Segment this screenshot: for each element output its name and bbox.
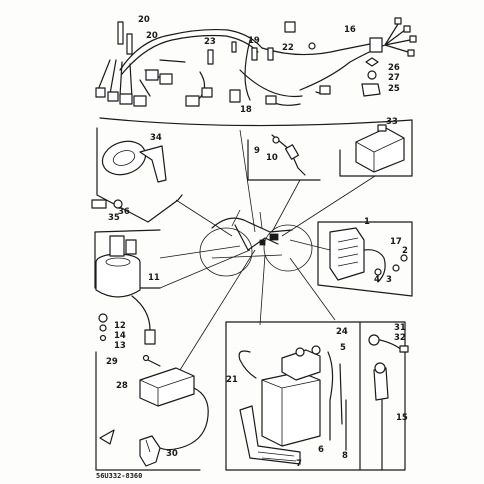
callout-9: 9 [254,146,260,156]
frame-horn [96,127,183,223]
resistor-lead [271,134,306,176]
callout-35: 35 [108,213,120,223]
callout-4: 4 [374,275,380,285]
callout-24: 24 [336,327,348,337]
frame-cdi [95,351,201,471]
callout-31: 31 [394,323,406,333]
callout-28: 28 [116,381,128,391]
callout-29: 29 [106,357,118,367]
callout-23: 23 [204,37,216,47]
callout-22: 22 [282,43,294,53]
ignition-coil [355,124,405,173]
callout-3: 3 [386,275,392,285]
callout-17: 17 [390,237,402,247]
callout-26: 26 [388,63,400,73]
callout-11: 11 [148,273,160,283]
main-switch [95,235,156,345]
starter-relay [368,334,409,471]
callout-21: 21 [226,375,238,385]
frame-top-harness [99,117,413,127]
diagram-code: 56U332-8360 [96,472,142,480]
frame-resistor [247,139,321,181]
callout-12: 12 [114,321,126,331]
callout-1: 1 [364,217,370,227]
motorcycle-sketch [199,209,313,277]
callout-14: 14 [114,331,126,341]
frame-coil [339,119,413,177]
callout-8: 8 [342,451,348,461]
callout-13: 13 [114,341,126,351]
callout-32: 32 [394,333,406,343]
leader-lines [159,129,376,371]
callout-5: 5 [340,343,346,353]
battery [238,345,347,465]
callout-6: 6 [318,445,324,455]
callout-19: 19 [248,36,260,46]
callout-7: 7 [296,459,302,469]
cdi-unit [139,354,209,451]
callout-30: 30 [166,449,178,459]
regulator [329,227,408,283]
wire-bands [117,21,316,65]
callouts: 20 20 23 19 22 16 26 27 25 18 34 9 10 33… [106,15,408,469]
callout-16: 16 [344,25,356,35]
callout-20b: 20 [146,31,158,41]
callout-34: 34 [150,133,162,143]
callout-36: 36 [118,207,130,217]
callout-10: 10 [266,153,278,163]
callout-25: 25 [388,84,400,94]
horn [91,140,167,209]
callout-15: 15 [396,413,408,423]
bracket-set-25-27 [361,57,381,97]
callout-27: 27 [388,73,400,83]
callout-33: 33 [386,117,398,127]
harness-connectors [95,17,417,107]
callout-2: 2 [402,246,408,256]
frame-regulator [317,221,413,297]
wire-harness [97,23,411,106]
callout-18: 18 [240,105,252,115]
plug-cap [99,429,161,467]
callout-20a: 20 [138,15,150,25]
